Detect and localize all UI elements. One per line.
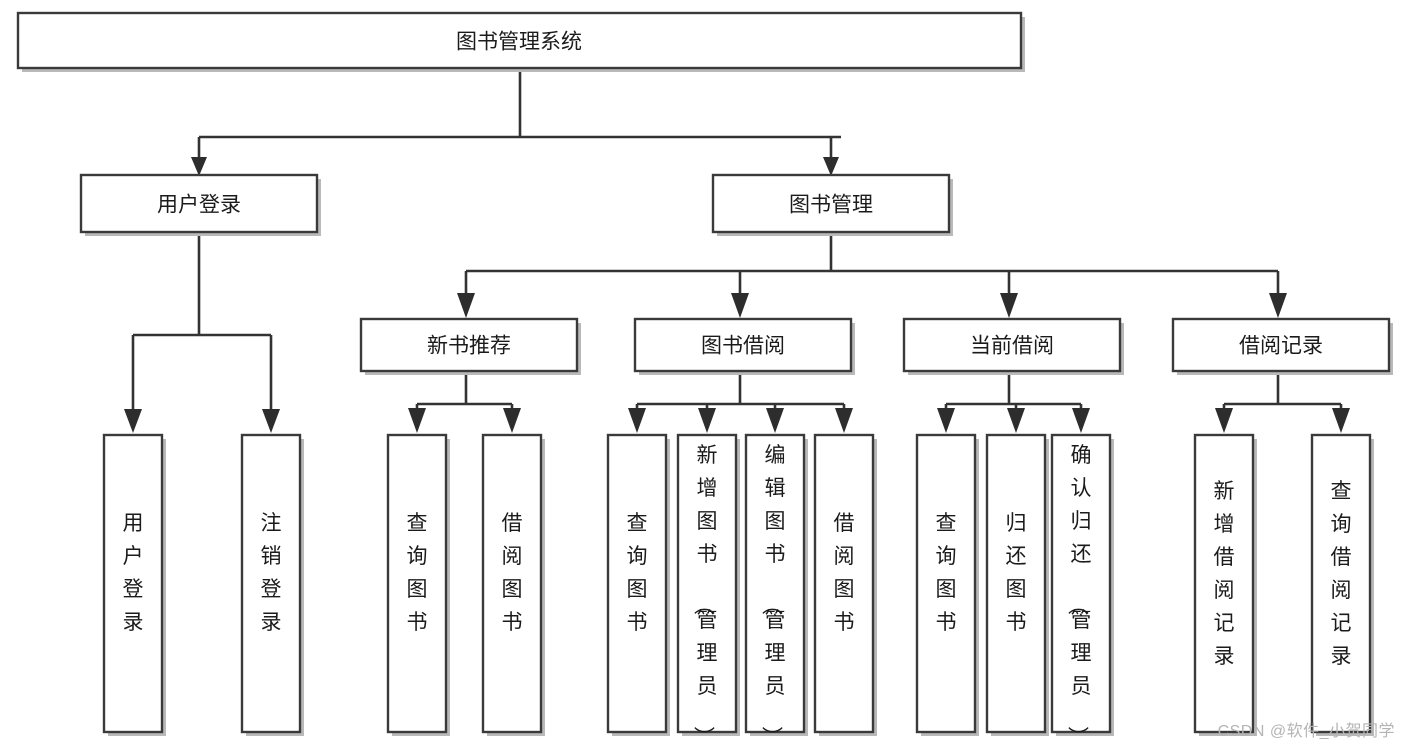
user-login-label: 用户登录 (157, 194, 241, 217)
new-book-recommend-label: 新书推荐 (427, 335, 511, 358)
leaf-bookborrow-4-label: 借阅图书 (834, 512, 855, 634)
leaf-bookborrow-2-rect[interactable] (676, 433, 738, 734)
leaf-user-login-2-label: 注销登录 (261, 512, 282, 634)
book-borrow-label: 图书借阅 (701, 335, 785, 358)
arrowhead-leaf-currentborrow-1 (937, 408, 955, 433)
arrowhead-leaf-currentborrow-3 (1072, 408, 1090, 433)
node-borrow-record[interactable]: 借阅记录 (1171, 317, 1393, 375)
arrowhead-leaf-currentborrow-2 (1007, 408, 1025, 433)
leaf-current-borrow-1[interactable]: 查询图书 (915, 433, 979, 736)
arrowhead-current-borrow (1000, 293, 1018, 318)
arrowhead-user-login (191, 157, 207, 176)
leaf-newbook-2-label: 借阅图书 (502, 512, 523, 634)
arrowhead-new-book-recommend (457, 293, 475, 318)
leaf-bookborrow-4-rect[interactable] (813, 433, 875, 734)
leaf-bookborrow-3-rect[interactable] (744, 433, 806, 734)
node-user-login[interactable]: 用户登录 (79, 173, 321, 236)
leaf-bookborrow-3-label: 编辑图书（管理员） (760, 444, 786, 747)
arrowhead-leaf-borrowrecord-2 (1332, 408, 1350, 433)
new-book-recommend-rect[interactable] (359, 317, 579, 373)
user-login-rect[interactable] (79, 173, 319, 234)
leaf-newbook-1-label: 查询图书 (407, 512, 428, 634)
root-label: 图书管理系统 (456, 31, 582, 54)
current-borrow-label: 当前借阅 (970, 335, 1054, 358)
leaf-currentborrow-3-rect[interactable] (1050, 433, 1112, 734)
csdn-watermark: CSDN @软件_小贺同学 (1217, 723, 1395, 740)
leaf-borrowrecord-2-label: 查询借阅记录 (1331, 480, 1352, 668)
leaf-borrowrecord-1-rect[interactable] (1193, 433, 1255, 734)
leaf-user-login-2[interactable]: 注销登录 (240, 433, 304, 736)
book-management-rect[interactable] (711, 173, 951, 234)
leaf-book-borrow-1[interactable]: 查询图书 (606, 433, 670, 736)
leaf-borrowrecord-1-label: 新增借阅记录 (1214, 480, 1235, 668)
root-rect[interactable] (16, 11, 1023, 70)
leaf-bookborrow-1-rect[interactable] (606, 433, 668, 734)
arrowhead-leaf-borrowrecord-1 (1215, 408, 1233, 433)
leaf-currentborrow-3-label: 确认归还（管理员） (1066, 444, 1092, 747)
node-new-book-recommend[interactable]: 新书推荐 (359, 317, 581, 375)
leaf-user-login-2-rect[interactable] (240, 433, 302, 734)
arrowhead-leaf-bookborrow-4 (835, 408, 853, 433)
node-root-system[interactable]: 图书管理系统 (16, 11, 1025, 72)
node-book-management[interactable]: 图书管理 (711, 173, 953, 236)
arrowhead-leaf-bookborrow-3 (766, 408, 784, 433)
leaf-user-login-1[interactable]: 用户登录 (102, 433, 166, 736)
leaf-newbook-2-rect[interactable] (481, 433, 543, 734)
connector-layer (124, 69, 1350, 433)
arrowhead-borrow-record (1269, 293, 1287, 318)
borrow-record-label: 借阅记录 (1239, 335, 1323, 358)
arrowhead-leaf-user-login-2 (262, 409, 280, 433)
leaf-user-login-1-label: 用户登录 (123, 512, 144, 634)
leaf-book-borrow-2[interactable]: 新增图书（管理员） (676, 433, 740, 747)
leaf-currentborrow-2-rect[interactable] (985, 433, 1047, 734)
leaf-bookborrow-2-label: 新增图书（管理员） (692, 444, 718, 747)
leaf-currentborrow-1-rect[interactable] (915, 433, 977, 734)
current-borrow-rect[interactable] (902, 317, 1122, 373)
node-current-borrow[interactable]: 当前借阅 (902, 317, 1124, 375)
leaf-new-book-recommend-2[interactable]: 借阅图书 (481, 433, 545, 736)
leaf-borrowrecord-2-rect[interactable] (1310, 433, 1372, 734)
arrowhead-leaf-bookborrow-1 (628, 408, 646, 433)
leaf-book-borrow-3[interactable]: 编辑图书（管理员） (744, 433, 808, 747)
borrow-record-rect[interactable] (1171, 317, 1391, 373)
leaf-user-login-1-rect[interactable] (102, 433, 164, 734)
leaf-borrow-record-1[interactable]: 新增借阅记录 (1193, 433, 1257, 736)
leaf-currentborrow-1-label: 查询图书 (936, 512, 957, 634)
book-borrow-rect[interactable] (633, 317, 853, 373)
leaf-bookborrow-1-label: 查询图书 (627, 512, 648, 634)
arrowhead-leaf-bookborrow-2 (698, 408, 716, 433)
book-management-label: 图书管理 (789, 194, 873, 217)
arrowhead-book-mgmt (823, 157, 839, 176)
leaf-new-book-recommend-1[interactable]: 查询图书 (386, 433, 450, 736)
arrowhead-book-borrow (731, 293, 749, 318)
leaf-currentborrow-2-label: 归还图书 (1006, 512, 1027, 634)
leaf-current-borrow-3[interactable]: 确认归还（管理员） (1050, 433, 1114, 747)
arrowhead-leaf-newbook-1 (408, 408, 426, 433)
leaf-borrow-record-2[interactable]: 查询借阅记录 (1310, 433, 1374, 736)
leaf-current-borrow-2[interactable]: 归还图书 (985, 433, 1049, 736)
arrowhead-leaf-newbook-2 (503, 408, 521, 433)
arrowhead-leaf-user-login-1 (124, 409, 142, 433)
node-book-borrow[interactable]: 图书借阅 (633, 317, 855, 375)
leaf-newbook-1-rect[interactable] (386, 433, 448, 734)
leaf-book-borrow-4[interactable]: 借阅图书 (813, 433, 877, 736)
